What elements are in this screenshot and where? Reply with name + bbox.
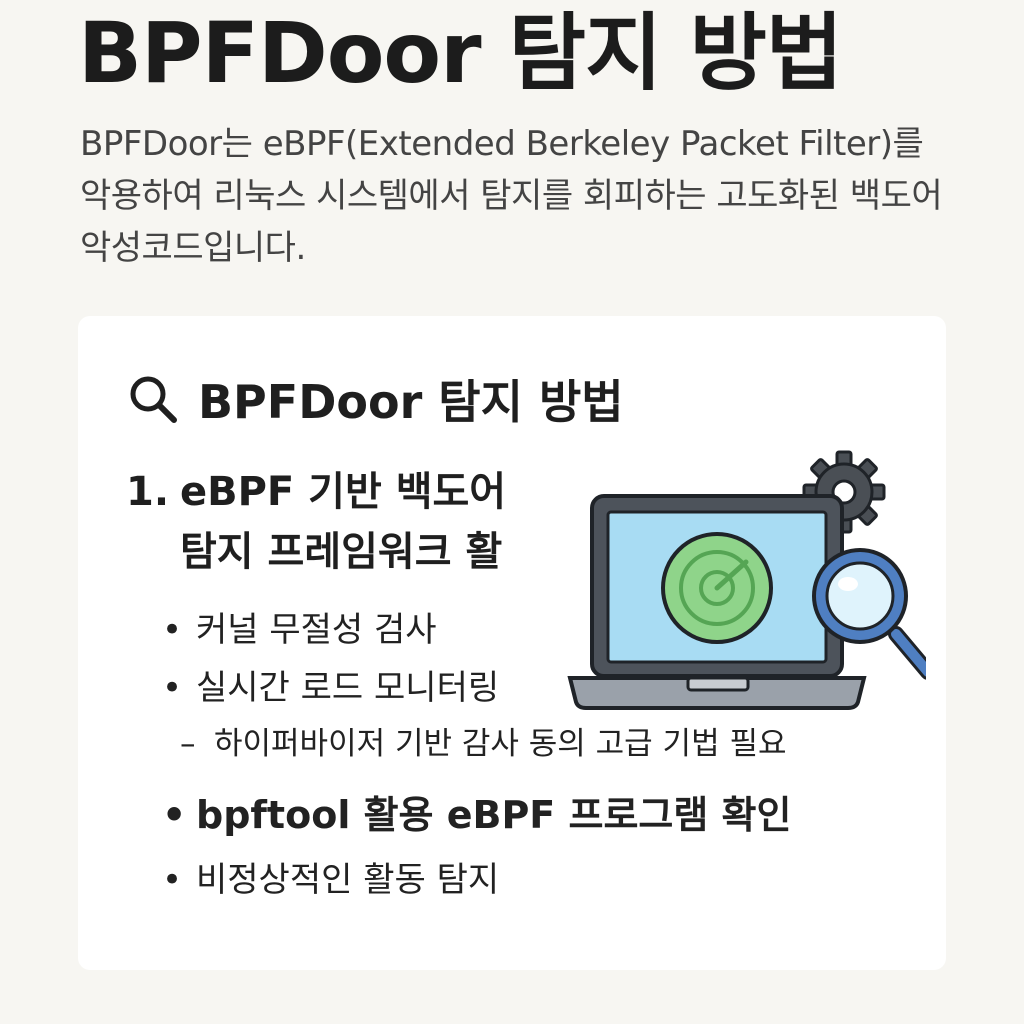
sub-list-item: –하이퍼바이저 기반 감사 동의 고급 기법 필요 <box>162 718 791 784</box>
dash-marker: – <box>180 726 196 762</box>
bullet-marker: • <box>162 793 187 837</box>
magnifier-icon <box>812 548 936 680</box>
page-title: BPFDoor 탐지 방법 <box>78 4 843 102</box>
list-item-text: 비정상적인 활동 탐지 <box>196 860 500 900</box>
list-item: • 실시간 로드 모니터링 <box>162 660 791 718</box>
card-title: BPFDoor 탐지 방법 <box>198 375 624 429</box>
list-item: • 커널 무절성 검사 <box>162 602 791 660</box>
detection-card: BPFDoor 탐지 방법 1. eBPF 기반 백도어 탐지 프레임워크 활 … <box>78 316 946 970</box>
section-number: 1. <box>126 469 170 515</box>
bullet-marker: • <box>162 860 183 900</box>
list-item: •bpftool 활용 eBPF 프로그램 확인 <box>162 784 791 852</box>
section-heading: 1. eBPF 기반 백도어 탐지 프레임워크 활 <box>126 462 520 582</box>
sub-list-item-text: 하이퍼바이저 기반 감사 동의 고급 기법 필요 <box>214 726 787 762</box>
search-icon <box>126 372 180 426</box>
bullet-marker: • <box>162 668 183 708</box>
list-item-text: 커널 무절성 검사 <box>196 610 437 650</box>
list-item-text: bpftool 활용 eBPF 프로그램 확인 <box>196 793 792 837</box>
intro-paragraph: BPFDoor는 eBPF(Extended Berkeley Packet F… <box>80 124 943 268</box>
list-item-text: 실시간 로드 모니터링 <box>196 668 500 708</box>
card-header: BPFDoor 탐지 방법 <box>126 366 624 432</box>
radar-icon <box>661 532 773 644</box>
list-item: • 비정상적인 활동 탐지 <box>162 852 791 910</box>
bullet-marker: • <box>162 610 183 650</box>
detection-list: • 커널 무절성 검사 • 실시간 로드 모니터링 –하이퍼바이저 기반 감사 동의… <box>162 602 791 910</box>
section-heading-text: eBPF 기반 백도어 탐지 프레임워크 활 <box>180 469 507 575</box>
laptop-illustration <box>566 446 936 716</box>
